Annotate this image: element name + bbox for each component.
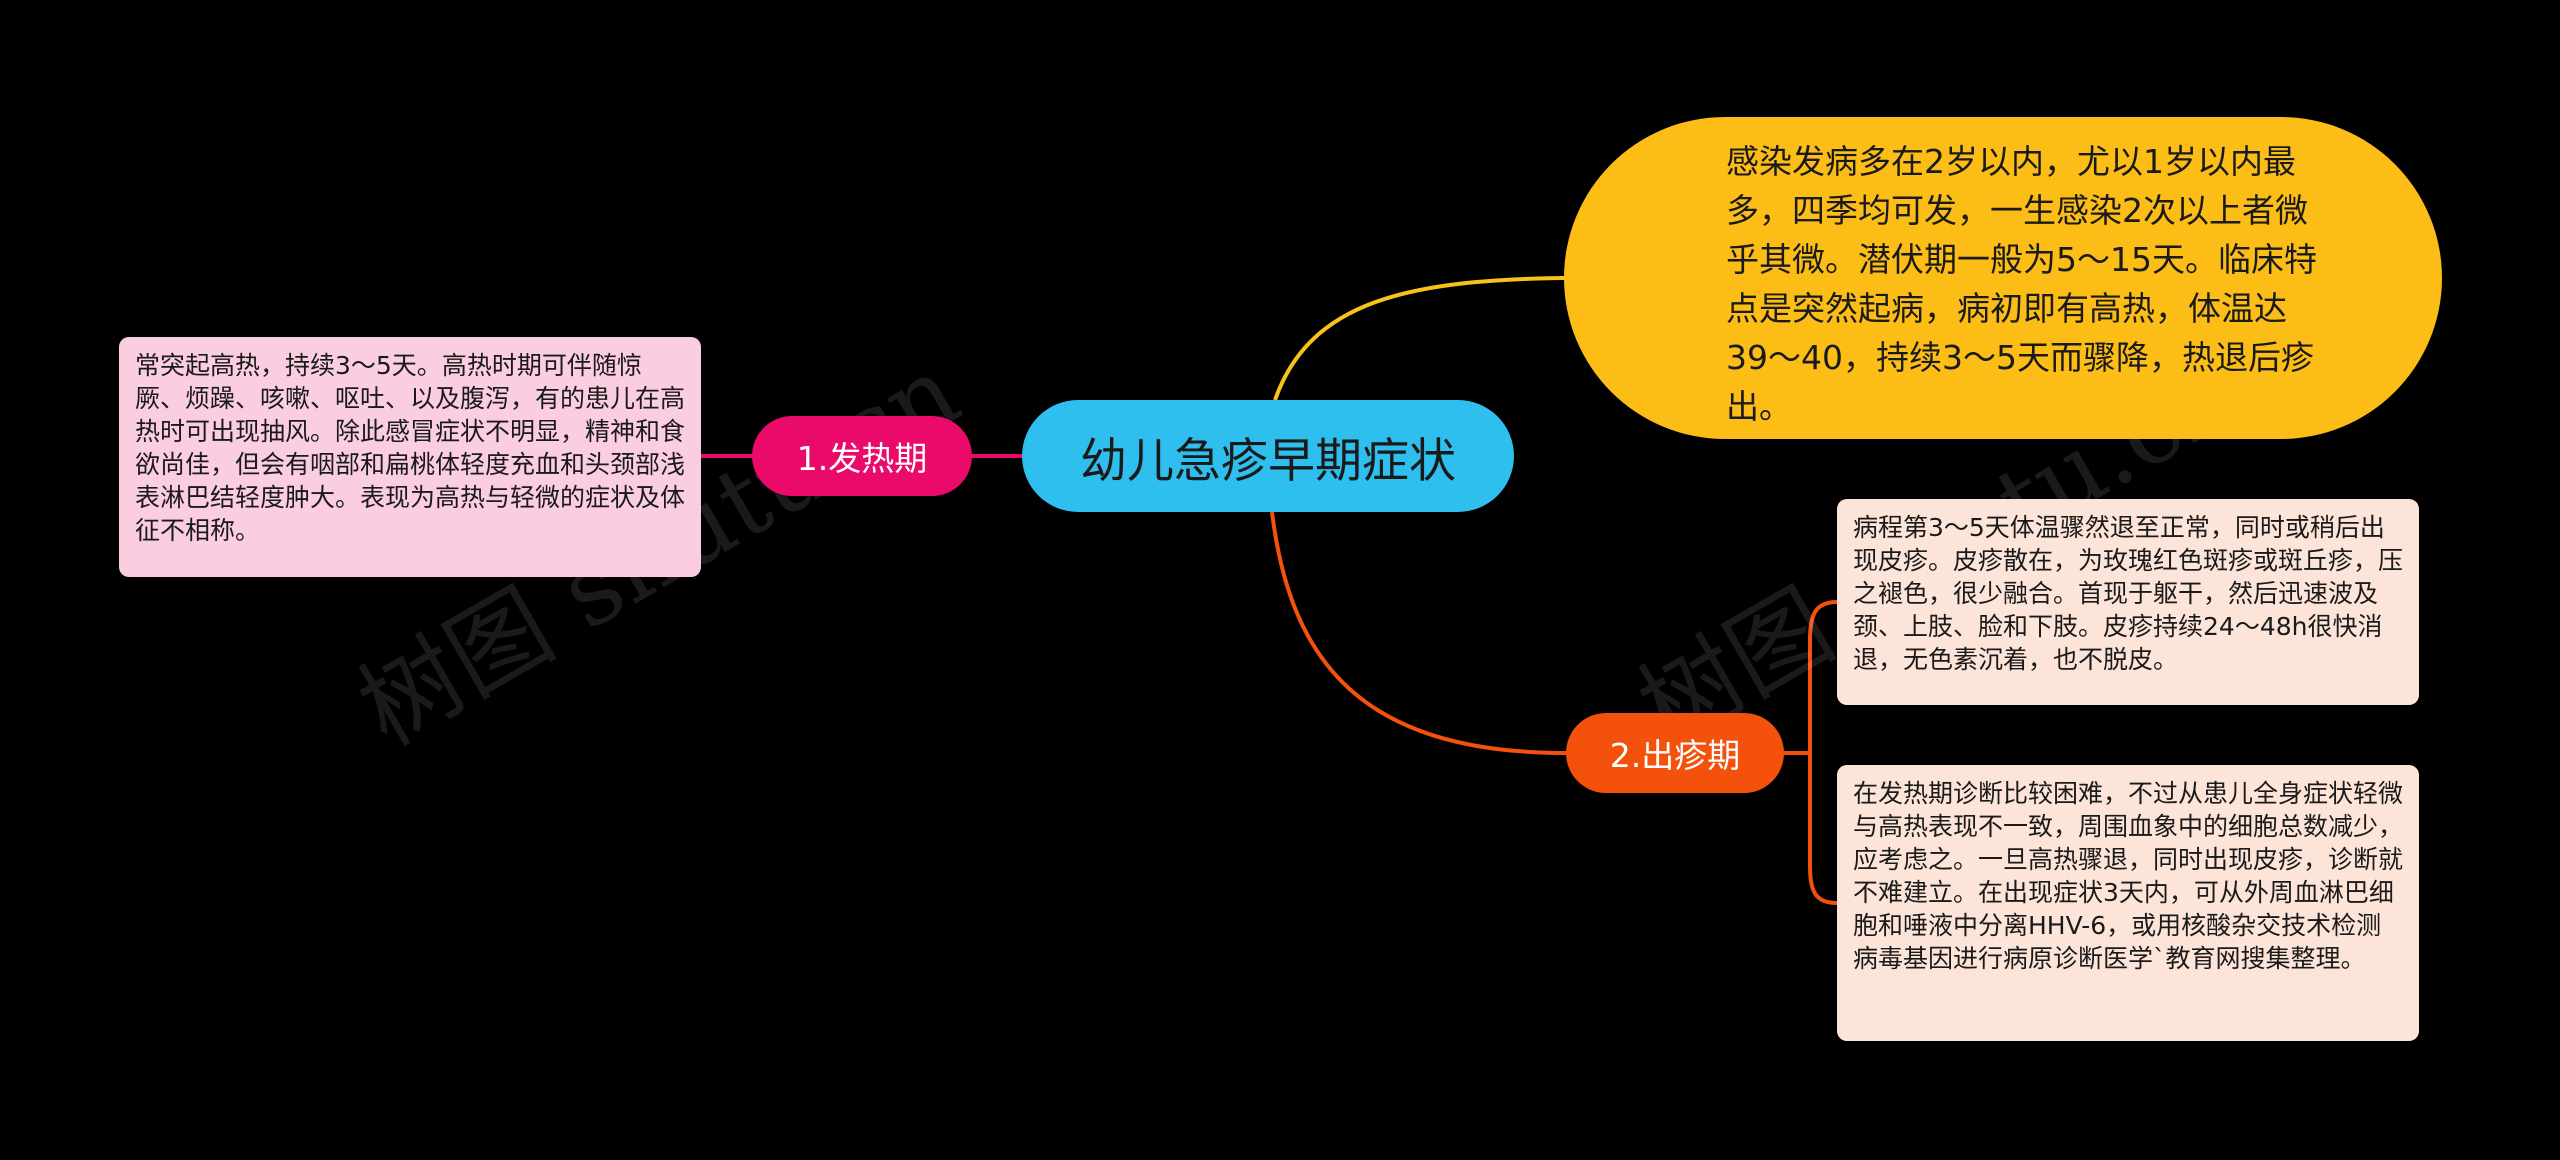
connector-center-overview bbox=[1273, 276, 1565, 401]
branch-fever-stage[interactable]: 1.发热期 bbox=[752, 416, 972, 496]
central-topic[interactable]: 幼儿急疹早期症状 bbox=[1022, 400, 1514, 512]
note-fever-stage[interactable]: 常突起高热，持续3～5天。高热时期可伴随惊厥、烦躁、咳嗽、呕吐、以及腹泻，有的患… bbox=[119, 337, 701, 577]
overview-node[interactable]: 感染发病多在2岁以内，尤以1岁以内最多，四季均可发，一生感染2次以上者微乎其微。… bbox=[1564, 117, 2442, 439]
note-rash-symptoms[interactable]: 病程第3～5天体温骤然退至正常，同时或稍后出现皮疹。皮疹散在，为玫瑰红色斑疹或斑… bbox=[1837, 499, 2419, 705]
connector-center-rash bbox=[1270, 511, 1567, 755]
note-rash-diagnosis[interactable]: 在发热期诊断比较困难，不过从患儿全身症状轻微与高热表现不一致，周围血象中的细胞总… bbox=[1837, 765, 2419, 1041]
branch-rash-stage[interactable]: 2.出疹期 bbox=[1566, 713, 1784, 793]
connector-rash-bracket bbox=[1784, 600, 1838, 905]
